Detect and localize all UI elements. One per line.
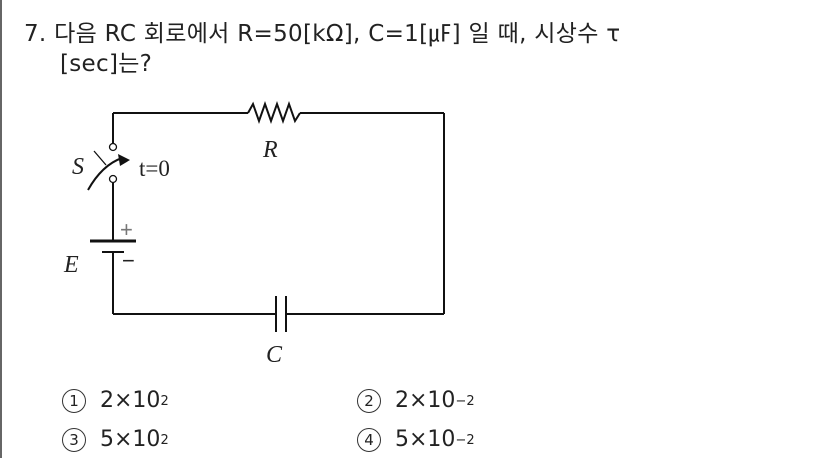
- choice-exponent-3: 2: [160, 433, 169, 448]
- switch-contact-top-icon: [108, 142, 118, 152]
- choice-4[interactable]: 4 5×10−2: [357, 427, 475, 453]
- choice-number-1: 1: [62, 389, 86, 413]
- capacitor-label: C: [266, 342, 283, 368]
- choice-number-3: 3: [62, 428, 86, 452]
- choice-value-3: 5×10: [100, 427, 161, 452]
- choice-exponent-2: −2: [455, 394, 475, 409]
- question-text-line1: 7. 다음 RC 회로에서 R=50[kΩ], C=1[㎌] 일 때, 시상수 …: [24, 21, 621, 47]
- question-text-line2: [sec]는?: [60, 51, 153, 77]
- page-left-border: [0, 0, 2, 458]
- choice-value-4: 5×10: [395, 427, 456, 452]
- choice-2[interactable]: 2 2×10−2: [357, 388, 475, 414]
- choice-exponent-1: 2: [160, 394, 169, 409]
- rc-circuit-diagram: S R E C t=0 + −: [63, 100, 445, 368]
- switch-arrow-icon: [118, 154, 130, 166]
- choice-exponent-4: −2: [455, 433, 475, 448]
- switch-contact-bottom-icon: [108, 174, 118, 184]
- switch-time-label: t=0: [139, 156, 170, 181]
- minus-sign: −: [122, 248, 135, 273]
- choice-number-2: 2: [357, 389, 381, 413]
- switch-label: S: [72, 154, 84, 180]
- choice-number-4: 4: [357, 428, 381, 452]
- choice-value-1: 2×10: [100, 388, 161, 413]
- choice-value-2: 2×10: [395, 388, 456, 413]
- resistor-icon: [247, 100, 301, 125]
- resistor-label: R: [262, 137, 278, 163]
- switch-lever-icon: [87, 157, 123, 191]
- source-label: E: [63, 252, 79, 278]
- plus-sign: +: [120, 217, 133, 242]
